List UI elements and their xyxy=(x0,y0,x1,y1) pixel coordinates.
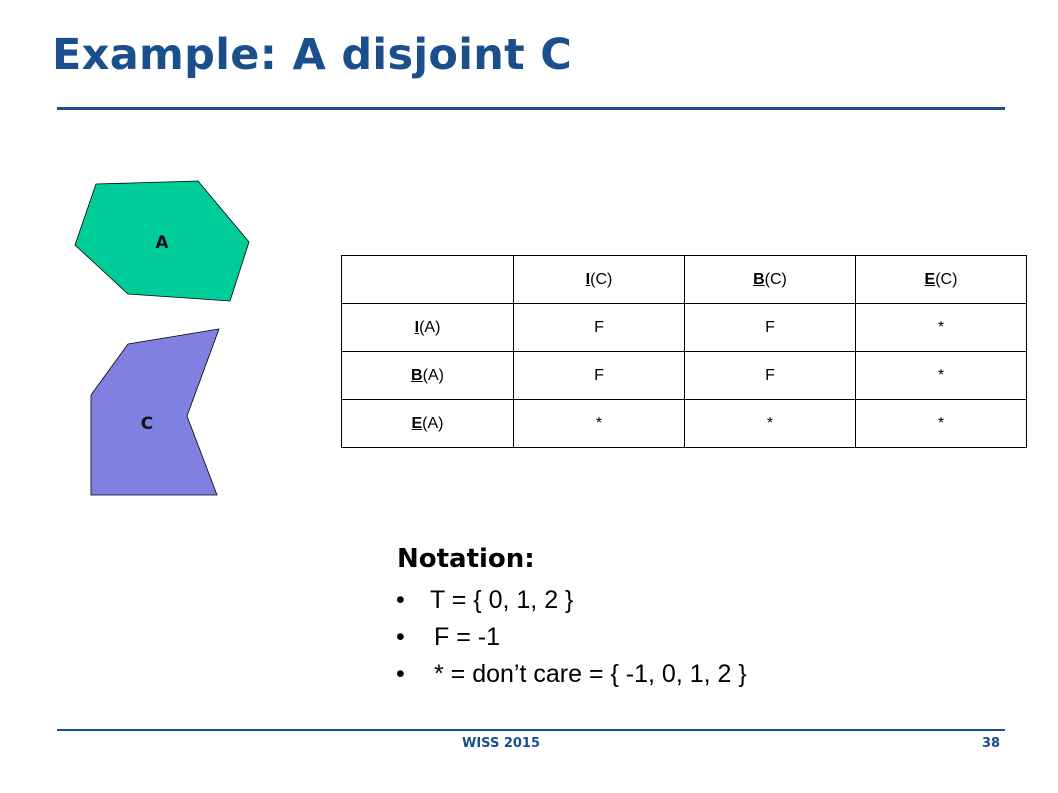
matrix-row: B(A) F F * xyxy=(341,351,1027,400)
matrix-cell: * xyxy=(855,351,1027,400)
notation-item-text: T = { 0, 1, 2 } xyxy=(430,586,574,614)
bullet: • xyxy=(396,623,405,651)
matrix-label-initial: E xyxy=(924,270,936,288)
matrix-header-row: I(C) B(C) E(C) xyxy=(341,255,1027,304)
matrix-label-initial: I xyxy=(414,318,420,336)
matrix-row: I(A) F F * xyxy=(341,303,1027,352)
matrix-row-label: I(A) xyxy=(341,303,514,352)
matrix-cell: F xyxy=(684,351,856,400)
matrix-cell: F xyxy=(684,303,856,352)
notation-list: • T = { 0, 1, 2 } • F = -1 • * = don’t c… xyxy=(396,582,747,693)
footer-divider xyxy=(57,729,1005,731)
matrix-cell: F xyxy=(513,303,685,352)
intersection-matrix: I(C) B(C) E(C) I(A) F F * B(A) F F * E(A… xyxy=(341,255,1027,448)
matrix-header-cell: I(C) xyxy=(513,255,685,304)
shape-a-label: A xyxy=(155,233,169,253)
matrix-cell: * xyxy=(513,399,685,448)
matrix-label-initial: B xyxy=(411,366,423,384)
matrix-row-label: B(A) xyxy=(341,351,514,400)
notation-title: Notation: xyxy=(397,544,535,574)
shape-c-label: C xyxy=(141,414,153,434)
matrix-label-initial: E xyxy=(411,414,423,432)
shape-a xyxy=(74,180,250,302)
notation-item-text: * = don’t care = { -1, 0, 1, 2 } xyxy=(434,660,747,688)
footer-text: WISS 2015 xyxy=(462,736,541,751)
shape-c xyxy=(90,328,220,496)
matrix-header-cell: B(C) xyxy=(684,255,856,304)
matrix-cell: * xyxy=(684,399,856,448)
matrix-row-label: E(A) xyxy=(341,399,514,448)
notation-item-text: F = -1 xyxy=(434,623,500,651)
matrix-cell: * xyxy=(855,399,1027,448)
bullet: • xyxy=(396,660,405,688)
title-divider xyxy=(57,107,1005,110)
notation-item: • F = -1 xyxy=(396,619,747,656)
slide-title: Example: A disjoint C xyxy=(52,30,573,80)
matrix-label-initial: I xyxy=(585,270,591,288)
matrix-header-cell: E(C) xyxy=(855,255,1027,304)
bullet: • xyxy=(396,586,405,614)
page-number: 38 xyxy=(982,736,1001,751)
matrix-cell: F xyxy=(513,351,685,400)
matrix-row: E(A) * * * xyxy=(341,399,1027,448)
matrix-label-initial: B xyxy=(753,270,765,288)
notation-item: • * = don’t care = { -1, 0, 1, 2 } xyxy=(396,656,747,693)
matrix-cell: * xyxy=(855,303,1027,352)
matrix-corner-cell xyxy=(341,255,514,304)
notation-item: • T = { 0, 1, 2 } xyxy=(396,582,747,619)
